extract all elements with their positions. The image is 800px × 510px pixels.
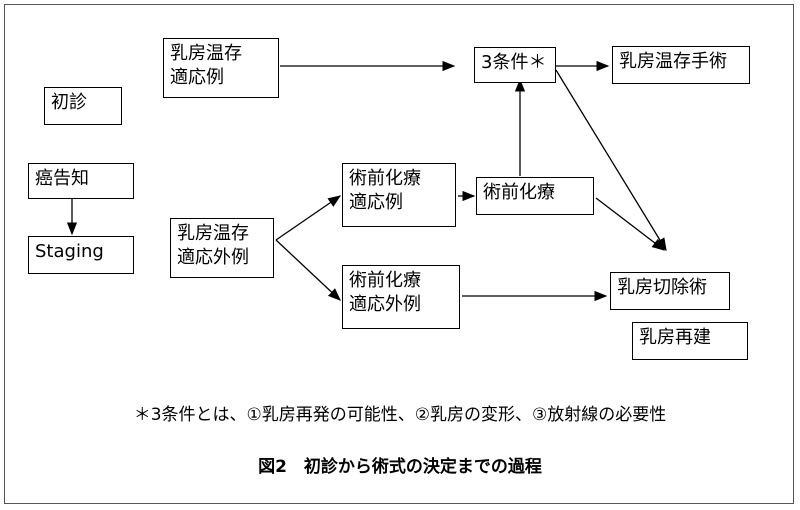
node-staging: Staging (28, 236, 134, 274)
footnote: ＊3条件とは、①乳房再発の可能性、②乳房の変形、③放射線の必要性 (133, 405, 667, 425)
arrow-gai-to-tekio (275, 195, 342, 241)
node-setsujo-label: 乳房切除術 (617, 277, 707, 298)
node-onzon-tekio-line2: 適応例 (170, 67, 224, 88)
arrow-karyo-to-setsujo (595, 197, 666, 251)
arrow-sanjoken-to-setsujo (555, 69, 667, 252)
node-onzon-tekio-line1: 乳房温存 (170, 43, 242, 64)
node-onzon-shujutsu-label: 乳房温存手術 (619, 51, 727, 72)
node-jutsuzen-tekio-line2: 適応例 (349, 192, 403, 213)
node-onzon-tekiogai: 乳房温存 適応外例 (170, 218, 274, 278)
figure-frame (4, 4, 794, 504)
node-gan-kokuchi-label: 癌告知 (35, 168, 89, 189)
node-jutsuzen-karyo-label: 術前化療 (483, 182, 555, 203)
node-gan-kokuchi: 癌告知 (28, 163, 134, 199)
arrow-gai-to-tekiogai (275, 239, 341, 301)
node-setsujo: 乳房切除術 (610, 272, 730, 310)
node-onzon-tekiogai-line1: 乳房温存 (177, 223, 249, 244)
node-onzon-shujutsu: 乳房温存手術 (612, 46, 750, 84)
node-onzon-tekiogai-line2: 適応外例 (177, 247, 249, 268)
node-jutsuzen-tekio: 術前化療 適応例 (342, 163, 456, 227)
node-saiken: 乳房再建 (632, 322, 748, 360)
node-shoshin: 初診 (44, 87, 122, 125)
node-jutsuzen-tekiogai-line1: 術前化療 (349, 270, 421, 291)
node-onzon-tekio: 乳房温存 適応例 (163, 38, 279, 98)
node-jutsuzen-karyo: 術前化療 (476, 177, 594, 215)
node-saiken-label: 乳房再建 (639, 327, 711, 348)
node-jutsuzen-tekio-line1: 術前化療 (349, 168, 421, 189)
node-sanjoken-label: 3条件＊ (481, 52, 547, 73)
node-shoshin-label: 初診 (51, 92, 87, 113)
node-staging-label: Staging (35, 241, 104, 262)
node-sanjoken: 3条件＊ (474, 47, 556, 83)
node-jutsuzen-tekiogai-line2: 適応外例 (349, 294, 421, 315)
node-jutsuzen-tekiogai: 術前化療 適応外例 (342, 265, 460, 329)
figure-caption: 図2 初診から術式の決定までの過程 (258, 457, 542, 477)
